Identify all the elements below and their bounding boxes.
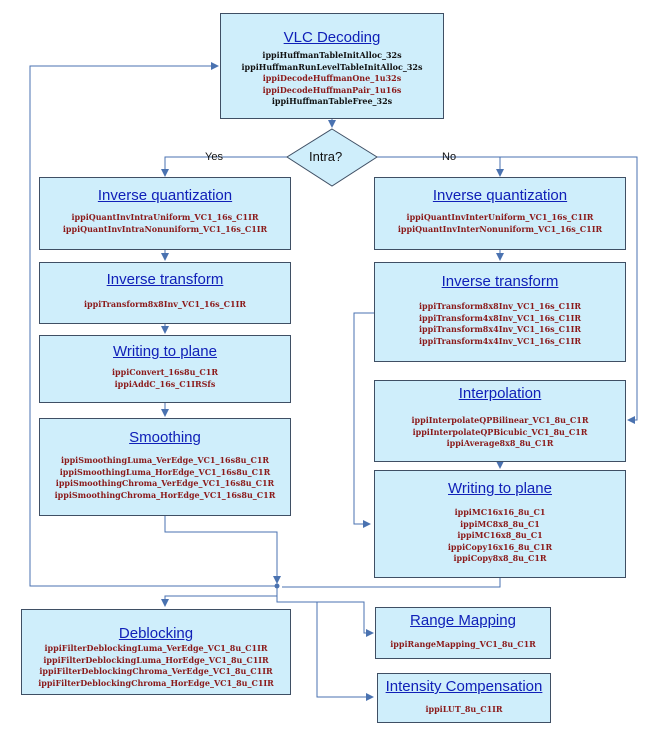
right-it-function: ippiTransform8x4Inv_VC1_16s_C1IR	[418, 324, 582, 334]
left-iq-function: ippiQuantInvIntraUniform_VC1_16s_C1IR	[71, 212, 259, 222]
arrow-junction-to-intensity	[316, 602, 374, 701]
interpolation-function: ippiInterpolateQPBilinear_VC1_8u_C1R	[411, 415, 589, 425]
right-wp-function: ippiMC16x16_8u_C1	[454, 507, 546, 517]
arrow-no-to-interpolation	[500, 156, 638, 424]
intra-decision-diamond	[286, 128, 378, 187]
smoothing-function: ippiSmoothingLuma_HorEdge_VC1_16s8u_C1R	[59, 466, 271, 477]
vlc-function: ippiDecodeHuffmanPair_1u16s	[262, 84, 402, 95]
arrow-junction-to-range	[276, 596, 374, 637]
arrow-junction-to-deblocking	[161, 588, 278, 607]
right-iq-function: ippiQuantInvInterNonuniform_VC1_16s_C1IR	[397, 223, 603, 234]
right-wp-function: ippiCopy8x8_8u_C1R	[453, 553, 547, 563]
arrow-no-branch	[377, 156, 504, 177]
interpolation-function: ippiInterpolateQPBicubic_VC1_8u_C1R	[412, 426, 588, 437]
deblocking-box: Deblocking ippiFilterDeblockingLuma_VerE…	[21, 609, 291, 695]
right-inverse-quantization-box: Inverse quantization ippiQuantInvInterUn…	[374, 177, 626, 250]
smoothing-function: ippiSmoothingChroma_HorEdge_VC1_16s8u_C1…	[54, 489, 276, 500]
range-mapping-title: Range Mapping	[410, 612, 516, 629]
intensity-compensation-box: Intensity Compensation ippiLUT_8u_C1IR	[377, 673, 551, 723]
right-it-function: ippiTransform4x8Inv_VC1_16s_C1IR	[418, 312, 582, 323]
vlc-decoding-title: VLC Decoding	[283, 29, 381, 46]
deblocking-title: Deblocking	[118, 625, 194, 642]
left-inverse-transform-title: Inverse transform	[106, 271, 224, 288]
deblocking-function: ippiFilterDeblockingChroma_HorEdge_VC1_8…	[38, 677, 274, 688]
right-iq-function: ippiQuantInvInterUniform_VC1_16s_C1IR	[406, 212, 594, 222]
smoothing-function: ippiSmoothingLuma_VerEdge_VC1_16s8u_C1R	[60, 455, 270, 465]
left-it-function: ippiTransform8x8Inv_VC1_16s_C1IR	[83, 299, 247, 309]
vlc-function: ippiDecodeHuffmanOne_1u32s	[262, 73, 402, 83]
yes-label: Yes	[205, 151, 223, 163]
vlc-function: ippiHuffmanTableInitAlloc_32s	[262, 50, 402, 60]
intensity-compensation-function: ippiLUT_8u_C1IR	[425, 704, 503, 714]
intensity-compensation-title: Intensity Compensation	[385, 678, 543, 695]
deblocking-function: ippiFilterDeblockingLuma_VerEdge_VC1_8u_…	[44, 643, 268, 653]
left-inverse-quantization-title: Inverse quantization	[97, 187, 233, 204]
smoothing-title: Smoothing	[129, 429, 201, 446]
range-mapping-function: ippiRangeMapping_VC1_8u_C1R	[390, 639, 536, 649]
no-label: No	[442, 151, 457, 163]
vlc-function: ippiHuffmanRunLevelTableInitAlloc_32s	[241, 61, 423, 72]
vlc-decoding-box: VLC Decoding ippiHuffmanTableInitAlloc_3…	[220, 13, 444, 119]
left-writing-to-plane-box: Writing to plane ippiConvert_16s8u_C1R i…	[39, 335, 291, 403]
arrow-right-wp-to-junction	[282, 578, 501, 588]
left-writing-to-plane-title: Writing to plane	[113, 343, 217, 360]
smoothing-function: ippiSmoothingChroma_VerEdge_VC1_16s8u_C1…	[55, 478, 275, 488]
smoothing-box: Smoothing ippiSmoothingLuma_VerEdge_VC1_…	[39, 418, 291, 516]
left-wp-function: ippiAddC_16s_C1IRSfs	[114, 378, 216, 389]
interpolation-box: Interpolation ippiInterpolateQPBilinear_…	[374, 380, 626, 462]
right-wp-function: ippiCopy16x16_8u_C1R	[447, 541, 553, 552]
right-inverse-quantization-title: Inverse quantization	[432, 187, 568, 204]
vlc-function: ippiHuffmanTableFree_32s	[271, 96, 393, 106]
deblocking-function: ippiFilterDeblockingChroma_VerEdge_VC1_8…	[39, 666, 273, 676]
right-wp-function: ippiMC16x8_8u_C1	[457, 530, 543, 540]
right-it-function: ippiTransform4x4Inv_VC1_16s_C1IR	[418, 335, 582, 346]
right-wp-function: ippiMC8x8_8u_C1	[460, 518, 540, 529]
deblocking-function: ippiFilterDeblockingLuma_HorEdge_VC1_8u_…	[43, 654, 269, 665]
interpolation-title: Interpolation	[458, 385, 542, 402]
left-inverse-transform-box: Inverse transform ippiTransform8x8Inv_VC…	[39, 262, 291, 324]
arrow-right-it-to-wp	[353, 312, 374, 528]
left-inverse-quantization-box: Inverse quantization ippiQuantInvIntraUn…	[39, 177, 291, 250]
right-inverse-transform-box: Inverse transform ippiTransform8x8Inv_VC…	[374, 262, 626, 362]
range-mapping-box: Range Mapping ippiRangeMapping_VC1_8u_C1…	[375, 607, 551, 659]
arrow-loop-back-to-vlc	[29, 62, 277, 587]
junction-dot	[274, 583, 280, 589]
arrow-smoothing-to-junction	[164, 516, 281, 584]
right-it-function: ippiTransform8x8Inv_VC1_16s_C1IR	[418, 301, 582, 311]
left-iq-function: ippiQuantInvIntraNonuniform_VC1_16s_C1IR	[62, 223, 268, 234]
interpolation-function: ippiAverage8x8_8u_C1R	[446, 438, 554, 448]
arrow-yes-branch	[161, 156, 287, 177]
right-writing-to-plane-box: Writing to plane ippiMC16x16_8u_C1 ippiM…	[374, 470, 626, 578]
decision-label: Intra?	[309, 149, 343, 164]
right-writing-to-plane-title: Writing to plane	[448, 480, 552, 497]
right-inverse-transform-title: Inverse transform	[441, 273, 559, 290]
left-wp-function: ippiConvert_16s8u_C1R	[111, 367, 219, 377]
